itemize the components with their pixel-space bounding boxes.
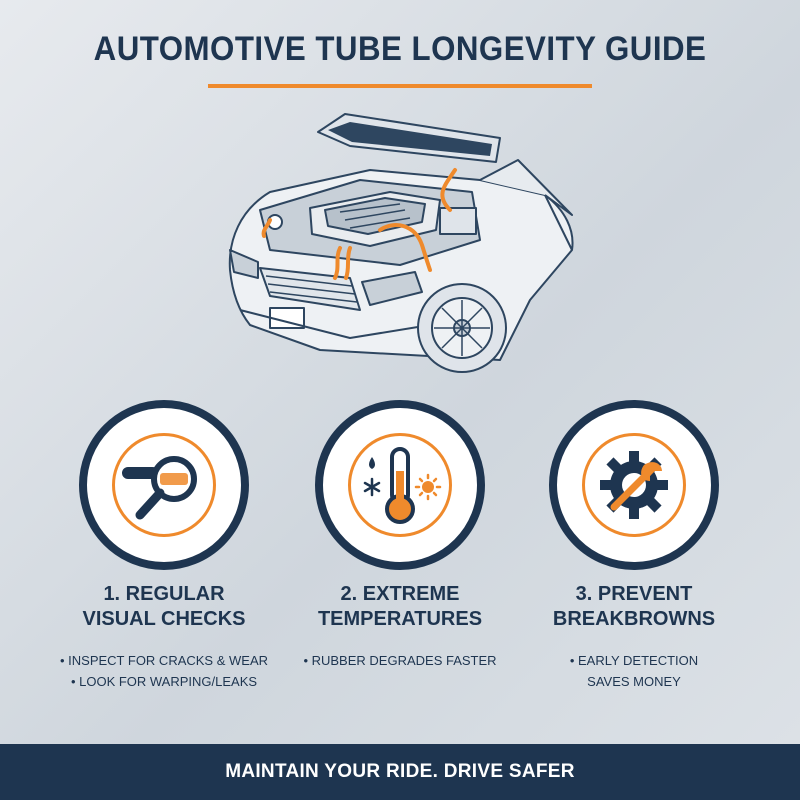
feature-title: 1. REGULAR VISUAL CHECKS <box>82 583 246 630</box>
orange-ring <box>112 433 216 537</box>
bullet-item: RUBBER DEGRADES FASTER <box>270 650 530 671</box>
bullet-item: LOOK FOR WARPING/LEAKS <box>34 671 294 692</box>
feature-icon-circle <box>79 400 249 570</box>
thermometer-icon <box>363 447 442 524</box>
feature-title: 2. EXTREME TEMPERATURES <box>317 583 483 630</box>
feature-prevent-breakdowns: 3. PREVENT BREAKBROWNS EARLY DETECTION S… <box>504 400 764 692</box>
feature-bullets: RUBBER DEGRADES FASTER <box>270 650 530 671</box>
feature-icon-circle <box>315 400 485 570</box>
orange-ring <box>582 433 686 537</box>
title-underline <box>208 84 592 88</box>
feature-title: 3. PREVENT BREAKBROWNS <box>552 583 716 630</box>
feature-icon-circle <box>549 400 719 570</box>
gear-wrench-icon <box>600 451 668 519</box>
page-title: AUTOMOTIVE TUBE LONGEVITY GUIDE <box>93 30 707 68</box>
footer-banner: MAINTAIN YOUR RIDE. DRIVE SAFER <box>0 744 800 800</box>
feature-extreme-temperatures: 2. EXTREME TEMPERATURES RUBBER DEGRADES … <box>270 400 530 671</box>
orange-ring <box>348 433 452 537</box>
feature-bullets: INSPECT FOR CRACKS & WEAR LOOK FOR WARPI… <box>34 650 294 692</box>
hose-magnifier-icon <box>122 456 197 520</box>
car-engine-bay-icon <box>228 113 574 373</box>
feature-bullets: EARLY DETECTION SAVES MONEY <box>504 650 764 692</box>
bullet-item: EARLY DETECTION SAVES MONEY <box>549 650 719 692</box>
bullet-item: INSPECT FOR CRACKS & WEAR <box>34 650 294 671</box>
feature-visual-checks: 1. REGULAR VISUAL CHECKS INSPECT FOR CRA… <box>34 400 294 692</box>
